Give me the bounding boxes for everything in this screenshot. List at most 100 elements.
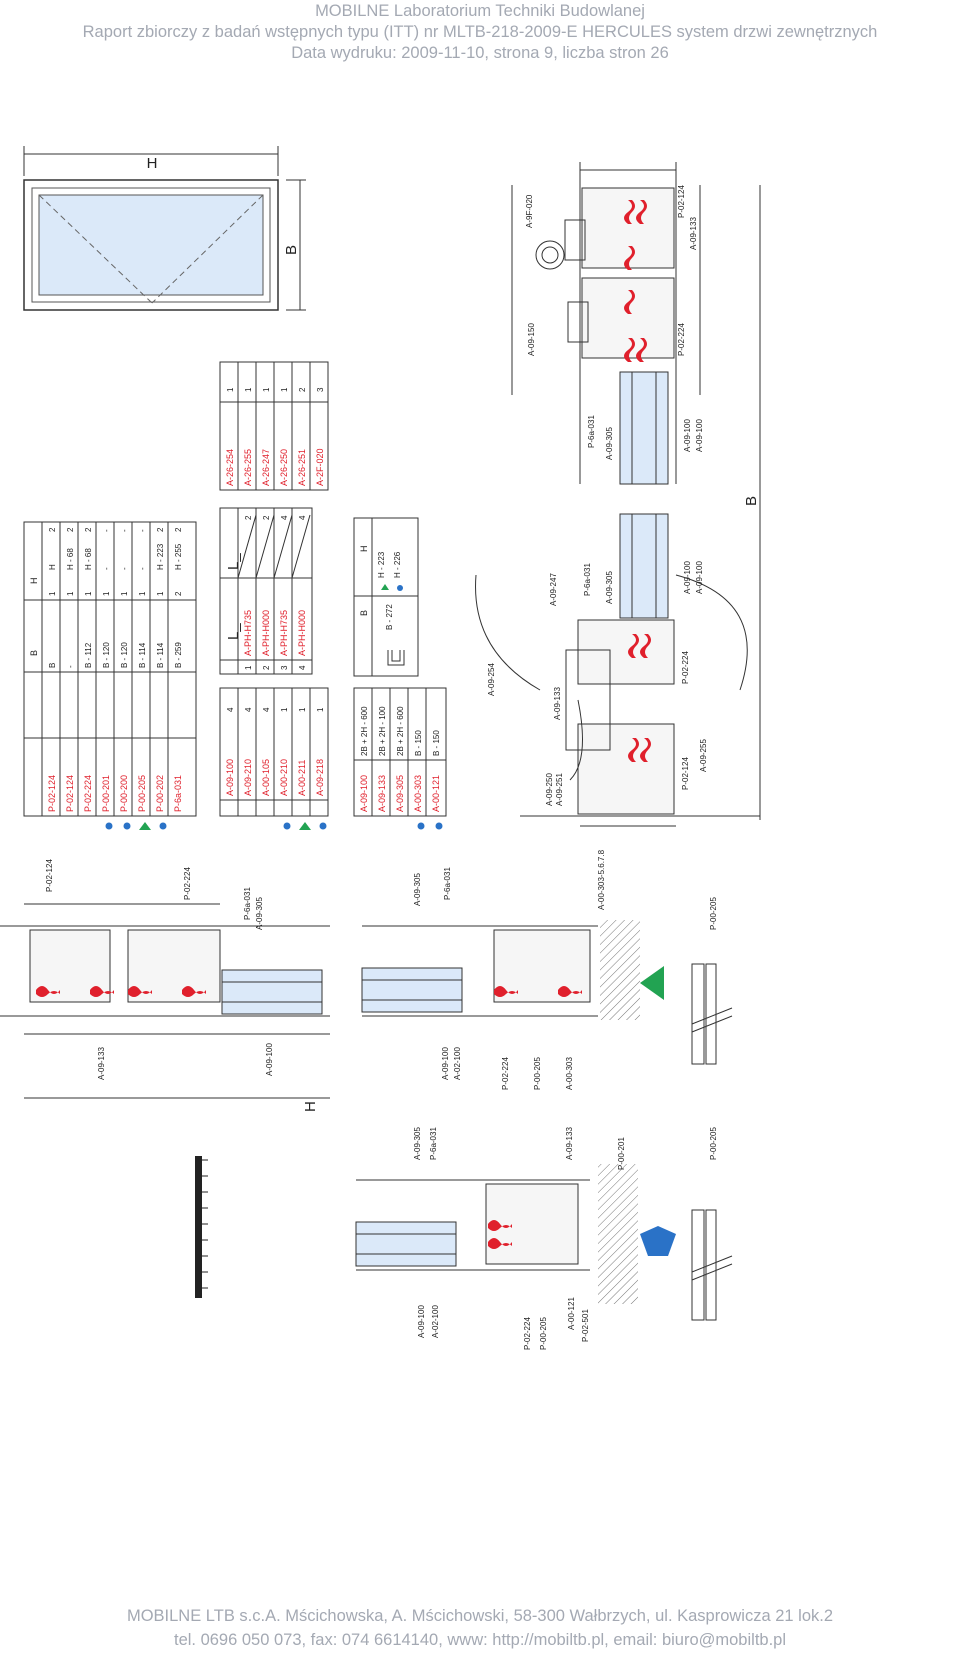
svg-text:A-09-100: A-09-100 xyxy=(417,1305,426,1338)
svg-text:A-09-100: A-09-100 xyxy=(683,561,692,594)
hinge-qty-3: 3 xyxy=(280,665,289,670)
profile-dimB-8: B - 259 xyxy=(174,642,183,668)
footer-line-1: MOBILNE LTB s.c.A. Mścichowska, A. Mścic… xyxy=(126,1607,834,1625)
hinge-right-3: 4 xyxy=(280,515,289,520)
hinge-right-1: 2 xyxy=(244,515,253,520)
footer-line-2: tel. 0696 050 073, fax: 074 6614140, www… xyxy=(173,1631,787,1649)
profile-code-2: P-02-124 xyxy=(65,775,75,812)
horizontal-section-left xyxy=(0,903,330,1099)
profile-qty-3: 1 xyxy=(84,591,93,596)
acc-b-code-4: A-00-303 xyxy=(413,775,423,812)
vertical-section-top-callouts: P-02-124 P-02-224 A-09-133 A-09-100 A-09… xyxy=(525,185,760,506)
acc-a-qty-5: 1 xyxy=(298,707,307,712)
svg-text:A-09-305: A-09-305 xyxy=(413,873,422,906)
gasket-qty-1: 1 xyxy=(226,387,235,392)
header-line-1: MOBILNE Laboratorium Techniki Budowlanej xyxy=(315,2,645,20)
door-elevation: H B xyxy=(23,146,306,311)
horizontal-section-left-callouts: P-02-124 A-09-133 P-02-224 P-6a-031 A-09… xyxy=(45,859,319,1112)
svg-text:P-02-124: P-02-124 xyxy=(45,859,54,892)
table-threshold-text: B H B - 272 H - 223 H - 226 xyxy=(359,546,403,630)
gasket-code-2: A-26-255 xyxy=(243,449,253,486)
vertical-section-middle-gaskets xyxy=(628,634,651,762)
horizontal-section-right-callouts: A-09-305 P-6a-031 A-09-100 A-02-100 P-02… xyxy=(413,849,733,1090)
hinge-code-1: A-PH-H735 xyxy=(243,610,253,656)
profile-qty-7: 1 xyxy=(156,591,165,596)
profile-qtyH-2: 2 xyxy=(66,527,75,532)
svg-text:P-6a-031: P-6a-031 xyxy=(583,563,592,596)
profile-qty-1: 1 xyxy=(48,591,57,596)
hinge-right-4: 4 xyxy=(298,515,307,520)
profile-dimB-5: B - 120 xyxy=(120,642,129,668)
profile-code-3: P-02-224 xyxy=(83,775,93,812)
svg-text:A-00-303: A-00-303 xyxy=(565,1057,574,1090)
bottom-section xyxy=(355,1164,638,1304)
acc-a-code-2: A-09-210 xyxy=(243,759,253,796)
marker-green-1 xyxy=(139,822,151,830)
svg-text:P-02-501: P-02-501 xyxy=(581,1309,590,1342)
acc-a-qty-6: 1 xyxy=(316,707,325,712)
profile-code-6: P-00-205 xyxy=(137,775,147,812)
svg-text:A-09-247: A-09-247 xyxy=(549,573,558,606)
table-accessories-a xyxy=(219,687,329,817)
svg-text:A-09-251: A-09-251 xyxy=(555,773,564,806)
svg-text:P-6a-031: P-6a-031 xyxy=(587,415,596,448)
svg-text:P-02-124: P-02-124 xyxy=(677,185,686,218)
profile-qty-6: 1 xyxy=(138,591,147,596)
svg-text:A-09-255: A-09-255 xyxy=(699,739,708,772)
svg-text:A-09-305: A-09-305 xyxy=(255,897,264,930)
svg-text:A-09-250: A-09-250 xyxy=(545,773,554,806)
section-label-horizontal: H xyxy=(302,1101,319,1112)
profile-qtyH-1: 2 xyxy=(48,527,57,532)
table-accessories-b xyxy=(353,687,447,817)
vertical-section-middle xyxy=(475,513,760,827)
marker-blue-1 xyxy=(105,822,113,830)
marker-blue-2 xyxy=(123,822,131,830)
acc-b-dim-1: 2B + 2H - 600 xyxy=(360,706,369,756)
svg-text:A-09-305: A-09-305 xyxy=(605,427,614,460)
profile-dimB-2: - xyxy=(66,665,75,668)
profile-code-4: P-00-201 xyxy=(101,775,111,812)
vertical-section-middle-callouts: P-6a-031 A-09-305 A-09-247 A-09-100 A-09… xyxy=(487,561,708,806)
horizontal-section-left-gaskets xyxy=(36,986,206,997)
profile-dimH-4: - xyxy=(102,567,111,570)
svg-text:A-00-121: A-00-121 xyxy=(567,1297,576,1330)
acc-b-code-3: A-09-305 xyxy=(395,775,405,812)
table-accessories-a-text: A-09-100 A-09-210 A-00-105 A-00-210 A-00… xyxy=(225,707,327,830)
profile-dimB-3: B - 112 xyxy=(84,642,93,668)
marker-blue-3 xyxy=(159,822,167,830)
acc-a-code-6: A-09-218 xyxy=(315,759,325,796)
profile-dimH-5: - xyxy=(120,567,129,570)
profile-dimH-6: - xyxy=(138,567,147,570)
profile-code-7: P-00-202 xyxy=(155,775,165,812)
horizontal-section-right xyxy=(361,920,640,1020)
profile-dimH-2: H - 68 xyxy=(66,548,75,570)
svg-text:A-09-100: A-09-100 xyxy=(695,561,704,594)
acc-b-code-5: A-00-121 xyxy=(431,775,441,812)
hinge-qty-2: 2 xyxy=(262,665,271,670)
profile-qty-5: 1 xyxy=(120,591,129,596)
svg-text:A-02-100: A-02-100 xyxy=(453,1047,462,1080)
profile-code-8: P-6a-031 xyxy=(173,775,183,812)
svg-text:P-6a-031: P-6a-031 xyxy=(243,887,252,920)
svg-text:A-9F-020: A-9F-020 xyxy=(525,194,534,228)
hinge-qty-4: 4 xyxy=(298,665,307,670)
profile-code-5: P-00-200 xyxy=(119,775,129,812)
svg-text:A-09-305: A-09-305 xyxy=(605,571,614,604)
acc-a-qty-3: 4 xyxy=(262,707,271,712)
svg-text:P-02-224: P-02-224 xyxy=(523,1317,532,1350)
profile-qty-8: 2 xyxy=(174,591,183,596)
marker-green-large xyxy=(640,966,664,1000)
profile-qty-4: 1 xyxy=(102,591,111,596)
threshold-label-H: H xyxy=(359,546,369,553)
svg-text:P-00-205: P-00-205 xyxy=(539,1317,548,1350)
svg-text:A-09-305: A-09-305 xyxy=(413,1127,422,1160)
profile-dimB-4: B - 120 xyxy=(102,642,111,668)
marker-blue-large xyxy=(640,1226,676,1256)
threshold-dim-H2: H - 226 xyxy=(393,551,402,578)
svg-text:A-00-303-5.6.7.8: A-00-303-5.6.7.8 xyxy=(597,849,606,910)
profile-qtyH-5: - xyxy=(120,529,129,532)
acc-a-code-4: A-00-210 xyxy=(279,759,289,796)
hinge-code-3: A-PH-H735 xyxy=(279,610,289,656)
gasket-qty-2: 1 xyxy=(244,387,253,392)
acc-a-code-1: A-09-100 xyxy=(225,759,235,796)
